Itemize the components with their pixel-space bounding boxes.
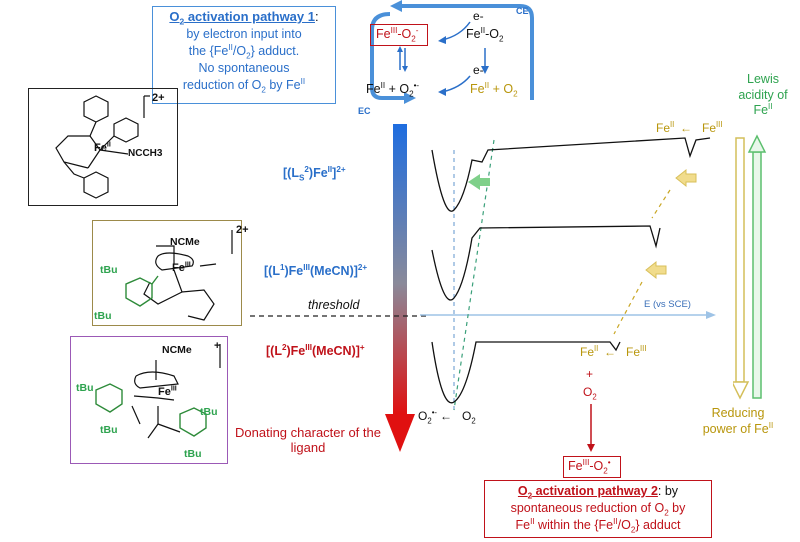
o2-couple-o2: O2: [462, 409, 476, 426]
threshold-label: threshold: [308, 298, 360, 312]
structure2-charge: 2+: [236, 224, 249, 236]
complex3-label: [(L2)FeIII(MeCN)]+: [266, 342, 365, 358]
reducing-label: Reducing power of FeII: [702, 406, 774, 436]
structure1-drawing: [55, 95, 150, 199]
structure1-fe: FeII: [94, 140, 111, 154]
structure3-box: [70, 336, 228, 464]
structure3-charge: +: [214, 340, 221, 352]
product-label: FeIII-O2•: [568, 457, 611, 476]
cycle-electron-2: e-: [473, 63, 484, 77]
cycle-diagram: [370, 0, 534, 104]
structure3-tbu-1: tBu: [76, 382, 94, 394]
ligand-gradient-arrow: [385, 124, 415, 452]
pathway1-line-2: the {FeII/O2} adduct.: [188, 42, 300, 61]
structure3-tbu-2: tBu: [100, 424, 118, 436]
ligand-axis-label: Donating character of the ligand: [235, 425, 381, 455]
structure2-ncme: NCMe: [170, 236, 200, 248]
threshold-line: [250, 315, 430, 317]
energy-wells: [420, 137, 716, 411]
complex1-label: [(LS2)FeII]2+: [283, 164, 346, 183]
fe2-o2-label: FeII-O2: [466, 25, 504, 44]
e-axis-label: E (vs SCE): [644, 299, 691, 310]
structure3-fe: FeIII: [158, 384, 177, 398]
structure2-tbu-2: tBu: [94, 310, 112, 322]
pathway2-line-2: FeII within the {FeII/O2} adduct: [515, 516, 681, 535]
cycle-electron-1: e-: [473, 9, 484, 23]
structure2-box: [92, 220, 242, 326]
redox-bottom-plus: +: [586, 367, 594, 381]
redox-bottom-o2: O2: [583, 385, 597, 402]
pathway1-line-4: reduction of O2 by FeII: [182, 76, 306, 95]
structure2-fe: FeIII: [172, 260, 191, 274]
redox-top-arrow: ←: [680, 121, 692, 135]
fe2-plus-o2minus: FeII + O2•-: [366, 80, 420, 99]
fe3-o2-label: FeIII-O2-: [376, 25, 419, 44]
pathway1-line-3: No spontaneous: [198, 61, 290, 75]
structure1-charge: 2+: [152, 92, 165, 104]
pathway2-line-1: spontaneous reduction of O2 by: [510, 501, 686, 518]
ec-label: EC: [358, 106, 371, 116]
redox-bottom-fe3: FeIII: [626, 344, 647, 359]
complex2-label: [(L1)FeIII(MeCN)]2+: [264, 262, 368, 278]
redox-bottom-fe2: FeII: [580, 344, 599, 359]
o2-couple-arrow: ←: [440, 409, 452, 423]
structure3-tbu-3: tBu: [200, 406, 218, 418]
pathway1-box: [152, 6, 336, 104]
product-arrow: [587, 404, 595, 452]
structure2-drawing: [125, 230, 233, 321]
pathway2-box: [484, 480, 712, 538]
redox-top-fe2: FeII: [656, 120, 675, 135]
structure3-drawing: [95, 344, 221, 439]
product-box: [563, 456, 621, 478]
ce-label: CE: [516, 6, 529, 16]
o2-couple-o2minus: O2•-: [418, 408, 438, 426]
structure1-box: [28, 88, 178, 206]
lewis-label: Lewis acidity of FeII: [738, 72, 788, 118]
structure3-ncme: NCMe: [162, 344, 192, 356]
structure2-tbu-1: tBu: [100, 264, 118, 276]
fe3-o2-box: [370, 24, 428, 46]
structure3-tbu-4: tBu: [184, 448, 202, 460]
pathway1-title: O2 activation pathway 1:: [169, 9, 319, 27]
pathway2-title: O2 activation pathway 2: by: [517, 484, 679, 501]
redox-top-fe3: FeIII: [702, 120, 723, 135]
pathway1-line-1: by electron input into: [186, 27, 302, 41]
redox-bottom-arrow: ←: [604, 345, 616, 359]
fe2-plus-o2: FeII + O2: [470, 80, 518, 99]
lewis-reducing-arrows: [733, 134, 767, 400]
structure1-ncch3: NCCH3: [128, 148, 163, 159]
